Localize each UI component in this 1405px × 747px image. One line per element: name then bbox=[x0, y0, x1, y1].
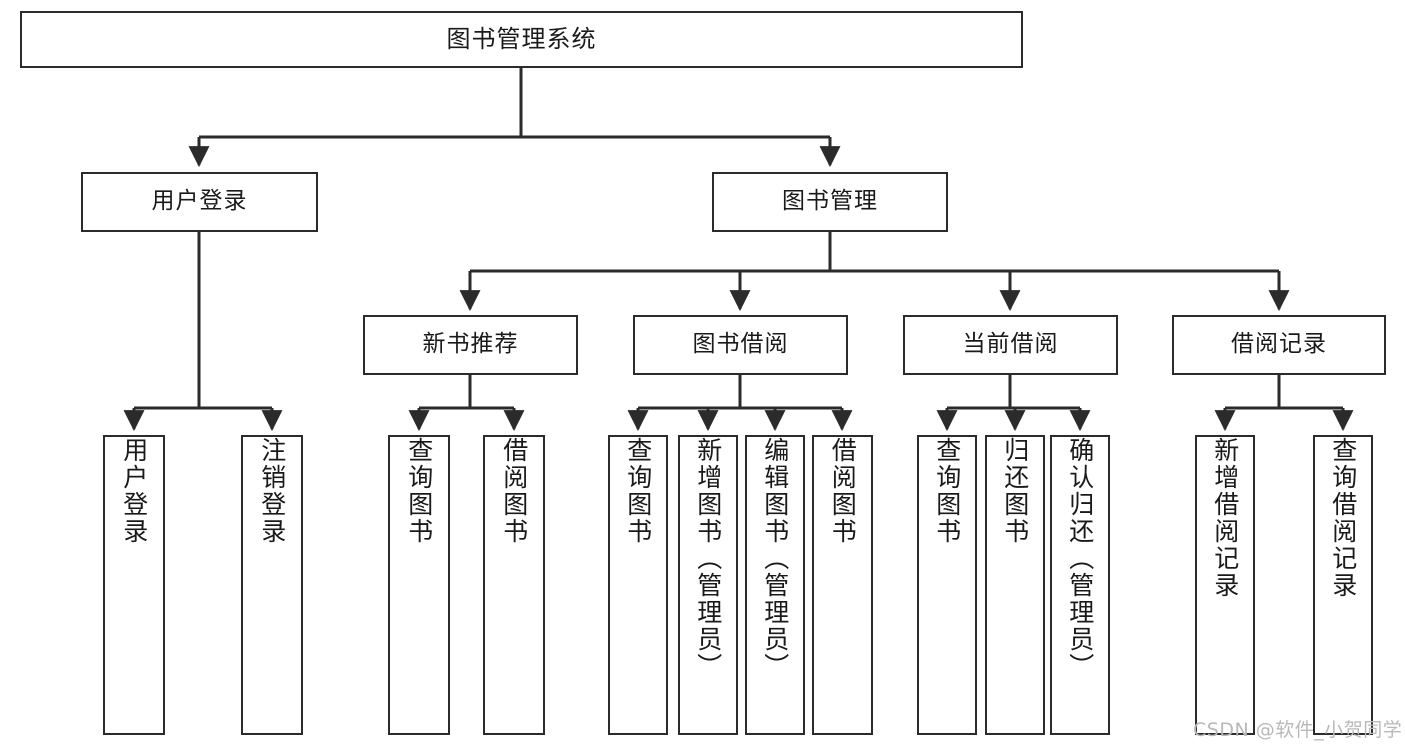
node-label: 查询图书 bbox=[623, 437, 653, 545]
leaf-edit-book-admin[interactable]: 编辑图书（管理员） bbox=[745, 435, 805, 735]
node-borrow-record[interactable]: 借阅记录 bbox=[1172, 315, 1386, 375]
node-label: 借阅图书 bbox=[828, 437, 858, 545]
node-label: 归还图书 bbox=[1000, 437, 1030, 545]
node-label: 新增图书（管理员） bbox=[693, 437, 723, 680]
node-label: 用户登录 bbox=[151, 188, 248, 215]
node-label: 查询图书 bbox=[404, 437, 434, 545]
leaf-query-book-current[interactable]: 查询图书 bbox=[917, 435, 977, 735]
node-label: 确认归还（管理员） bbox=[1065, 437, 1095, 680]
leaf-logout[interactable]: 注销登录 bbox=[241, 435, 303, 735]
node-label: 查询图书 bbox=[932, 437, 962, 545]
node-label: 图书管理系统 bbox=[446, 25, 597, 54]
node-book-management[interactable]: 图书管理 bbox=[712, 172, 948, 232]
node-label: 编辑图书（管理员） bbox=[760, 437, 790, 680]
node-label: 注销登录 bbox=[257, 437, 287, 545]
node-label: 新书推荐 bbox=[422, 331, 519, 358]
leaf-query-book-borrow[interactable]: 查询图书 bbox=[608, 435, 668, 735]
leaf-confirm-return-admin[interactable]: 确认归还（管理员） bbox=[1050, 435, 1110, 735]
node-label: 借阅图书 bbox=[499, 437, 529, 545]
node-label: 图书借阅 bbox=[692, 331, 789, 358]
node-label: 当前借阅 bbox=[962, 331, 1059, 358]
csdn-watermark: CSDN @软件_小贺同学 bbox=[1193, 719, 1403, 741]
node-label: 新增借阅记录 bbox=[1210, 437, 1240, 599]
node-book-borrow[interactable]: 图书借阅 bbox=[633, 315, 848, 375]
node-new-book-recommend[interactable]: 新书推荐 bbox=[363, 315, 578, 375]
node-label: 借阅记录 bbox=[1231, 331, 1327, 358]
leaf-borrow-book[interactable]: 借阅图书 bbox=[812, 435, 873, 735]
node-label: 用户登录 bbox=[119, 437, 149, 545]
node-current-borrow[interactable]: 当前借阅 bbox=[903, 315, 1118, 375]
leaf-user-login[interactable]: 用户登录 bbox=[103, 435, 165, 735]
node-label: 图书管理 bbox=[782, 188, 878, 215]
leaf-query-borrow-record[interactable]: 查询借阅记录 bbox=[1313, 435, 1373, 735]
leaf-add-borrow-record[interactable]: 新增借阅记录 bbox=[1195, 435, 1255, 735]
node-root-system[interactable]: 图书管理系统 bbox=[20, 11, 1023, 68]
node-label: 查询借阅记录 bbox=[1328, 437, 1358, 599]
leaf-return-book[interactable]: 归还图书 bbox=[985, 435, 1045, 735]
leaf-query-book-recommend[interactable]: 查询图书 bbox=[388, 435, 450, 735]
leaf-borrow-book-recommend[interactable]: 借阅图书 bbox=[483, 435, 545, 735]
leaf-add-book-admin[interactable]: 新增图书（管理员） bbox=[678, 435, 738, 735]
node-user-login[interactable]: 用户登录 bbox=[81, 172, 318, 232]
